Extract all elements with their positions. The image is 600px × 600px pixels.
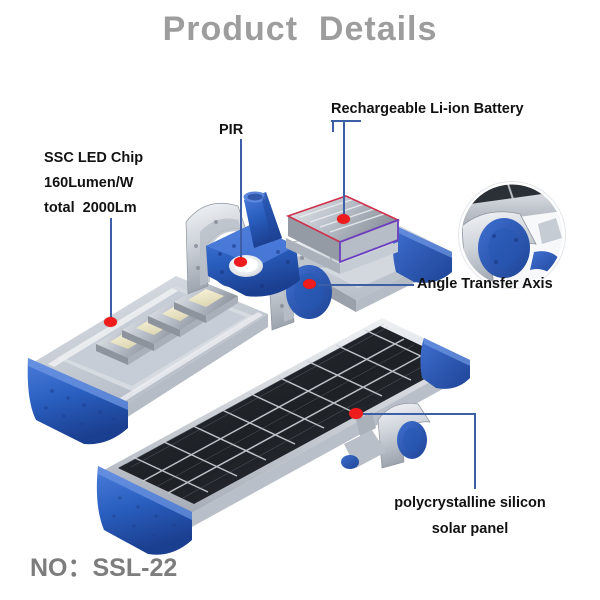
center-hub-body xyxy=(206,224,300,297)
led-chip-module xyxy=(174,283,238,323)
callout-label-pir: PIR xyxy=(219,122,244,138)
angle-axis-detail-inset xyxy=(458,181,566,289)
leader-line-solar-panel xyxy=(363,413,475,415)
led-luminaire-assembly xyxy=(27,191,452,445)
led-chip-modules xyxy=(96,283,238,365)
callout-label-rechargeable-battery: Rechargeable Li-ion Battery xyxy=(331,101,524,117)
right-end-cap xyxy=(393,226,452,283)
marker-dot-pir xyxy=(234,257,247,267)
solar-panel-mount-bracket xyxy=(341,403,431,469)
solar-panel-assembly xyxy=(96,318,470,555)
leader-line-battery-drop xyxy=(343,120,345,220)
marker-dot-battery xyxy=(337,214,350,224)
pole-mount-tube xyxy=(243,191,282,248)
model-number: NO：SSL-22 xyxy=(30,554,178,582)
solar-cell-grid xyxy=(132,329,439,494)
leader-line-angle-transfer-axis xyxy=(318,284,414,286)
leader-line-ssc-led-chip xyxy=(110,218,112,322)
callout-label-solar-panel: polycrystalline silicon solar panel xyxy=(394,495,546,537)
solar-panel-end-cap-left xyxy=(96,466,192,555)
marker-dot-ssc-led-chip xyxy=(104,317,117,327)
leader-line-battery xyxy=(332,120,334,132)
leader-line-battery-bracket xyxy=(331,120,361,122)
leader-line-pir xyxy=(240,139,242,261)
left-end-cap xyxy=(27,358,128,445)
callout-label-ssc-led-chip: SSC LED Chip 160Lumen/W total 2000Lm xyxy=(44,150,144,216)
callout-label-angle-transfer-axis: Angle Transfer Axis xyxy=(417,276,553,292)
solar-panel-end-cap-right xyxy=(420,338,470,389)
marker-dot-solar-panel xyxy=(349,408,363,419)
page-title: Product Details xyxy=(162,10,438,48)
marker-dot-angle-transfer-axis xyxy=(303,279,316,289)
leader-line-solar-panel-drop xyxy=(474,413,476,489)
